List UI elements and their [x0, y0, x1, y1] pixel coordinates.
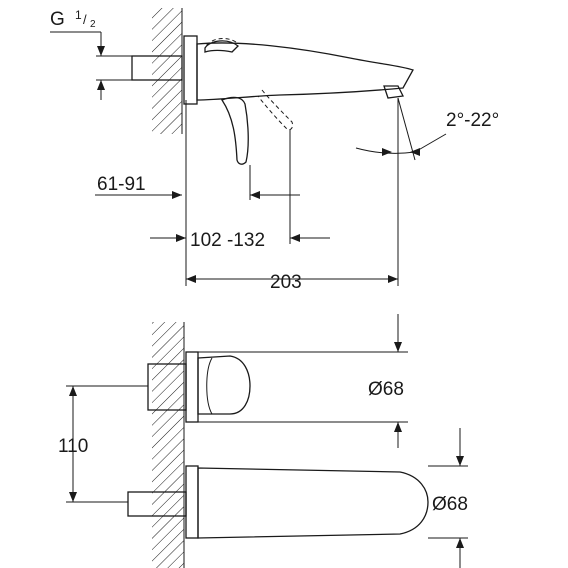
thread-label-den: 2	[90, 19, 96, 30]
connection-pipe	[131, 55, 183, 81]
dim-dia-bottom: Ø68	[432, 494, 468, 515]
wall-hatch-top	[152, 8, 182, 134]
dim-203: 203	[270, 272, 302, 293]
thread-label-num: 1	[75, 8, 82, 22]
angle-label: 2°-22°	[446, 110, 499, 131]
dim-110: 110	[58, 436, 88, 457]
spout-front	[197, 467, 429, 539]
wall-plate	[183, 35, 198, 105]
lever-swing-path	[205, 38, 237, 47]
wall-hatch-bottom	[152, 322, 184, 568]
thread-label-slash: /	[83, 12, 87, 27]
spout-plate	[185, 465, 199, 539]
dim-dia-top: Ø68	[368, 379, 404, 400]
mixer-handle	[197, 355, 251, 415]
mixer-handle-detail	[206, 357, 213, 415]
lever-handle	[221, 96, 249, 165]
front-view: 110 Ø68 Ø68	[58, 314, 468, 568]
dim-102-132: 102 -132	[190, 230, 265, 251]
mixer-plate	[185, 351, 199, 423]
spout-body	[196, 42, 414, 101]
thread-label-g: G	[50, 9, 65, 30]
dim-61-91: 61-91	[97, 174, 146, 195]
lever-alt-position	[257, 89, 293, 131]
aerator	[383, 85, 404, 99]
side-view: G 1 / 2 2°-22° 61-91 102 -132	[50, 8, 499, 293]
lever-top	[204, 40, 239, 53]
